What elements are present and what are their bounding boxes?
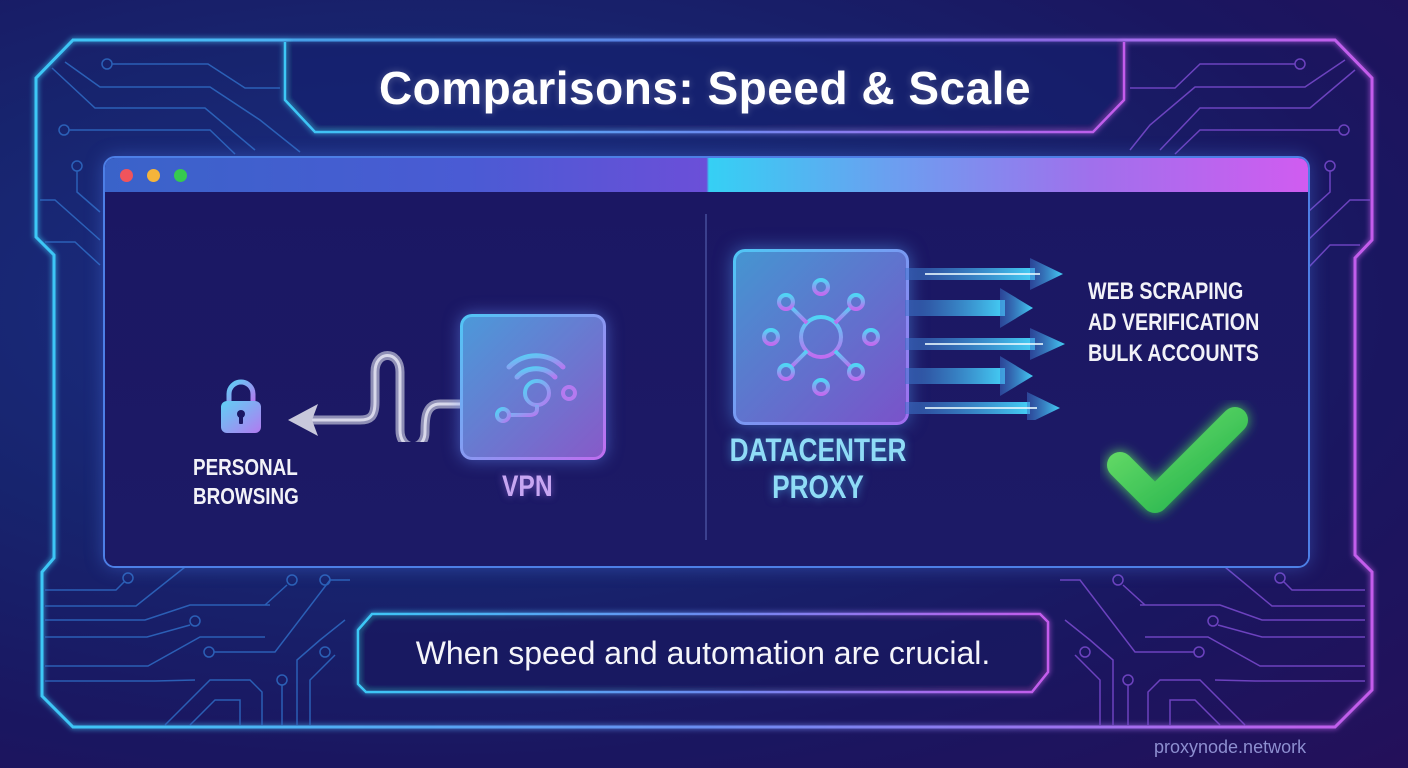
personal-browsing-label: PERSONAL BROWSING bbox=[193, 454, 299, 509]
vpn-icon bbox=[495, 353, 577, 423]
caption-plate: When speed and automation are crucial. bbox=[358, 614, 1048, 692]
vpn-icon-box bbox=[460, 314, 606, 460]
checkmark-icon bbox=[1107, 407, 1248, 513]
window-content: PERSONAL BROWSING bbox=[105, 192, 1308, 566]
use-case-item: WEB SCRAPING bbox=[1088, 278, 1244, 305]
window-titlebar bbox=[105, 158, 1308, 192]
vpn-label: VPN bbox=[502, 470, 553, 503]
title-plate: Comparisons: Speed & Scale bbox=[285, 42, 1125, 134]
use-case-item: BULK ACCOUNTS bbox=[1088, 340, 1259, 367]
use-case-list: WEB SCRAPING AD VERIFICATION BULK ACCOUN… bbox=[1088, 276, 1259, 369]
datacenter-icon-box bbox=[733, 249, 909, 425]
datacenter-proxy-label: DATACENTER PROXY bbox=[729, 432, 907, 505]
use-case-item: AD VERIFICATION bbox=[1088, 309, 1260, 336]
minimize-dot-icon bbox=[147, 169, 160, 182]
browser-window: PERSONAL BROWSING bbox=[103, 156, 1310, 568]
winding-arrow-icon bbox=[288, 351, 467, 442]
close-dot-icon bbox=[120, 169, 133, 182]
caption-text: When speed and automation are crucial. bbox=[415, 634, 991, 671]
page-title: Comparisons: Speed & Scale bbox=[378, 62, 1032, 114]
datacenter-hub-icon bbox=[762, 278, 880, 396]
maximize-dot-icon bbox=[174, 169, 187, 182]
lock-icon bbox=[221, 379, 261, 433]
panel-divider bbox=[705, 214, 707, 540]
watermark: proxynode.network bbox=[1154, 737, 1307, 757]
parallel-arrows-icon bbox=[905, 258, 1065, 420]
